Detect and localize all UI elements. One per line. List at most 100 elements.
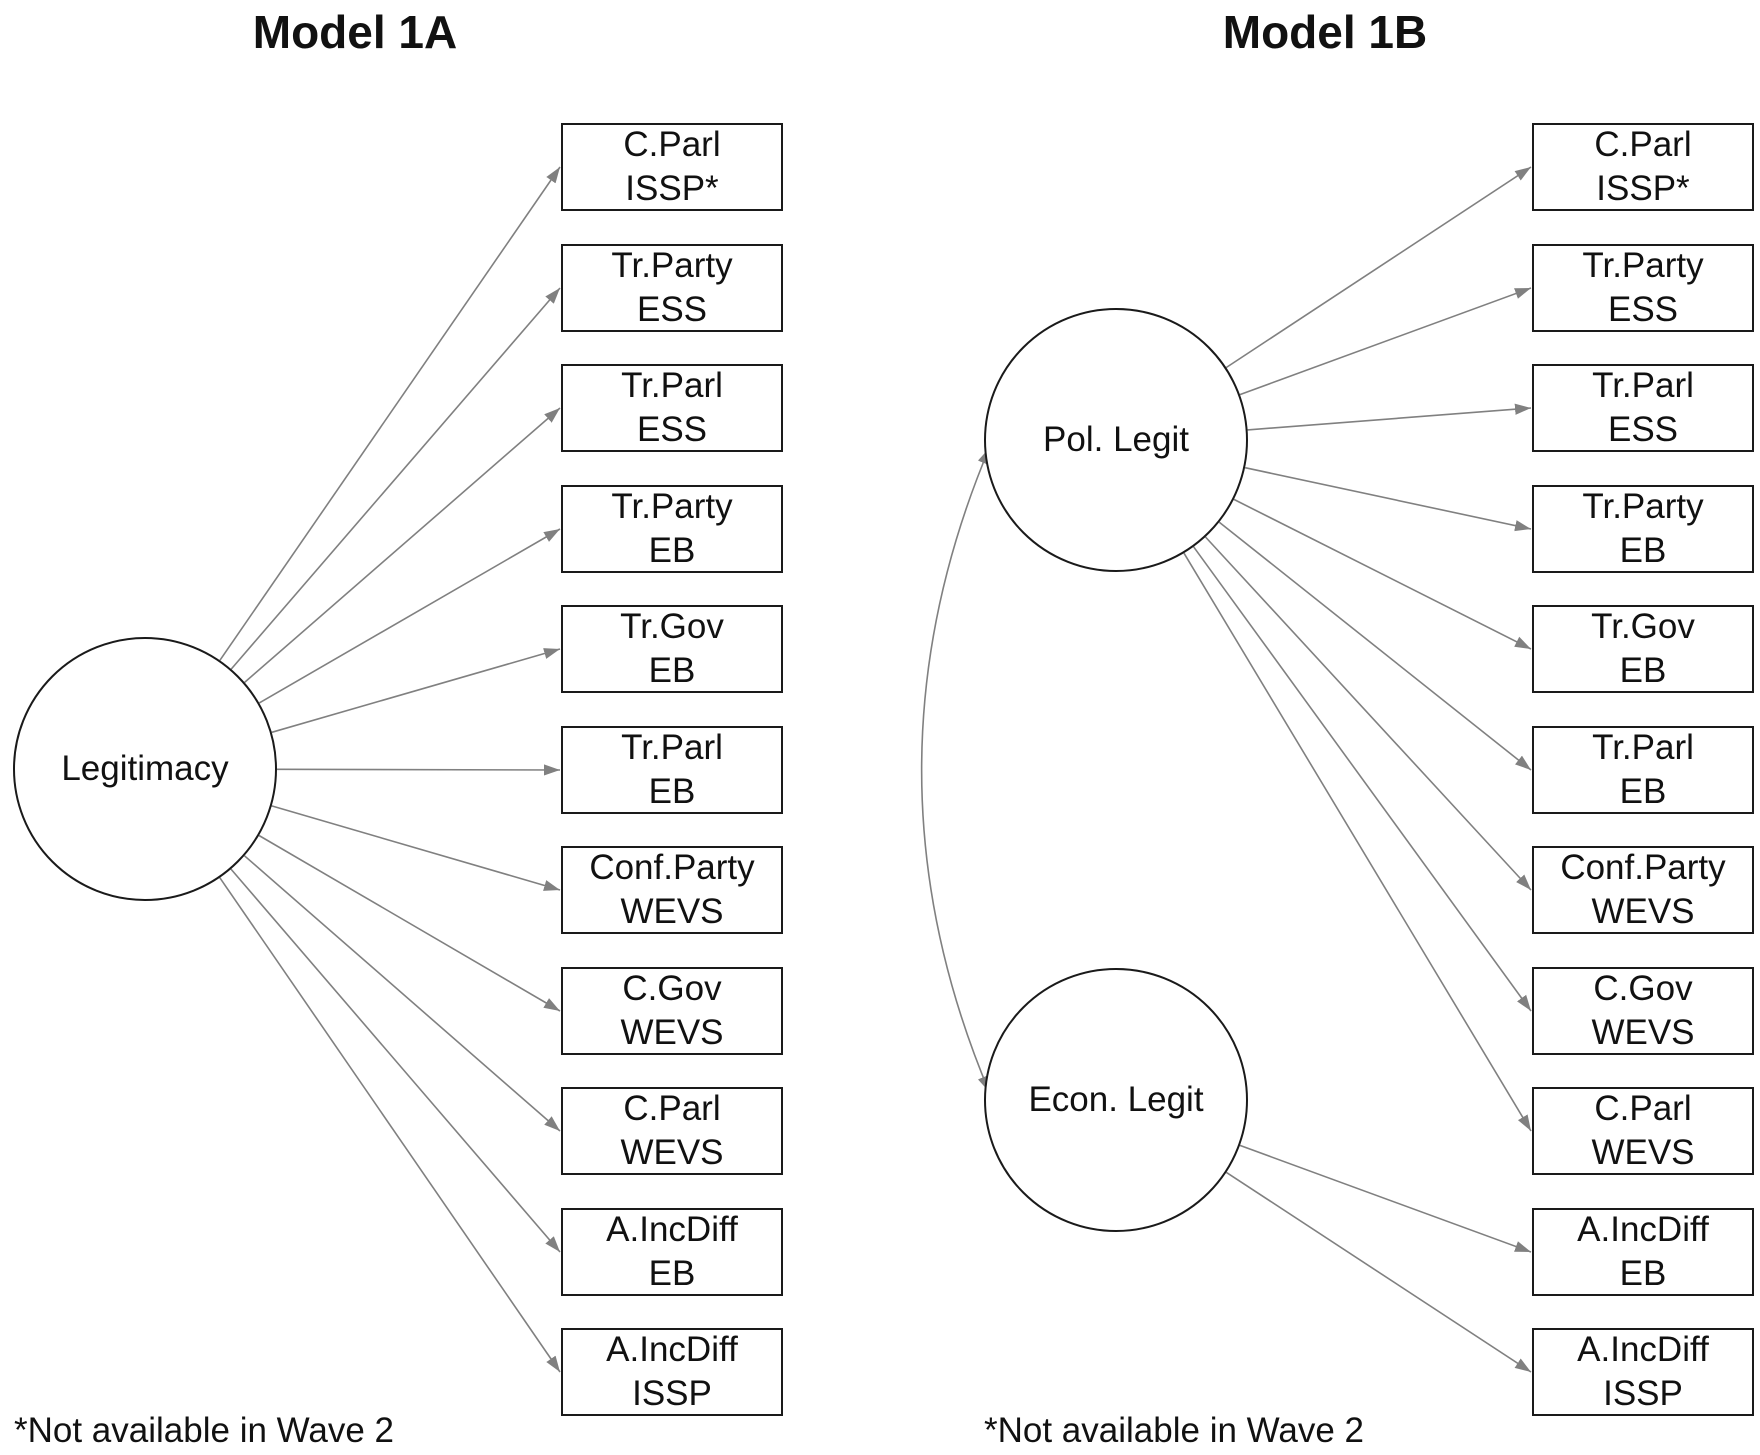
indicator-label-variable: Tr.Party [1582, 487, 1704, 526]
indicator-label-source: EB [1619, 531, 1667, 570]
indicator-label-source: ISSP* [1596, 169, 1690, 208]
model-1b-latent-econ: Econ. Legit [984, 968, 1248, 1232]
indicator-label-source: ESS [636, 410, 708, 449]
model-1b-loading-arrow [1183, 552, 1532, 1132]
model-1a-latent-leg: Legitimacy [13, 637, 277, 901]
latent-label: Econ. Legit [1028, 1080, 1204, 1119]
model-1a-loading-arrow [276, 764, 561, 776]
model-1a-loading-arrow [244, 407, 561, 684]
model-1a-loading-arrow [230, 287, 561, 670]
indicator-label-variable: Conf.Party [589, 848, 755, 887]
indicator-label-variable: Tr.Gov [1591, 607, 1695, 646]
indicator-label-source: ISSP [1603, 1374, 1683, 1413]
model-1a-title: Model 1A [252, 6, 458, 58]
indicator-label-source: EB [648, 651, 696, 690]
indicator-label-source: ESS [636, 290, 708, 329]
model-1b-loading-arrow [1225, 1171, 1532, 1373]
indicator-label-source: EB [1619, 772, 1667, 811]
indicator-label-source: WEVS [620, 1133, 724, 1172]
indicator-label-variable: Tr.Gov [620, 607, 724, 646]
model-1a-loading-arrow [243, 855, 561, 1132]
indicator-label-variable: Tr.Party [611, 246, 733, 285]
indicator-label-variable: A.IncDiff [606, 1210, 738, 1249]
model-1b-loading-arrow [1247, 403, 1532, 431]
model-1a-loading-arrow [271, 805, 561, 891]
indicator-label-source: EB [648, 772, 696, 811]
indicator-label-source: WEVS [1591, 1133, 1695, 1172]
indicator-label-source: WEVS [1591, 892, 1695, 931]
indicator-label-source: ISSP [632, 1374, 712, 1413]
indicator-label-variable: Tr.Parl [621, 366, 723, 405]
latent-label: Legitimacy [61, 749, 229, 788]
model-1b-loading-arrow [1239, 287, 1532, 396]
model-1a-loading-arrow [258, 834, 561, 1012]
model-1a-loading-arrow [219, 877, 561, 1373]
model-1b-covariance-arrow [920, 447, 991, 1093]
model-1a-loading-arrow [271, 648, 561, 734]
model-1a-loading-arrow [219, 166, 561, 661]
indicator-label-variable: A.IncDiff [1577, 1210, 1709, 1249]
latent-label: Pol. Legit [1043, 420, 1189, 459]
indicator-label-source: ESS [1607, 410, 1679, 449]
indicator-label-variable: C.Parl [1594, 125, 1692, 164]
model-1a-loading-arrow [230, 868, 561, 1253]
model-1a-loading-arrow [258, 528, 561, 704]
indicator-label-variable: Tr.Parl [1592, 366, 1694, 405]
model-1b-loading-arrow [1239, 1144, 1532, 1253]
indicator-label-source: EB [648, 531, 696, 570]
indicator-label-variable: Tr.Party [611, 487, 733, 526]
indicator-label-variable: A.IncDiff [1577, 1330, 1709, 1369]
indicator-label-variable: A.IncDiff [606, 1330, 738, 1369]
model-1b-loading-arrow [1204, 536, 1532, 891]
indicator-label-source: EB [648, 1254, 696, 1293]
indicator-label-variable: C.Gov [622, 969, 722, 1008]
indicator-label-source: WEVS [620, 1013, 724, 1052]
indicator-label-variable: Tr.Party [1582, 246, 1704, 285]
indicator-label-variable: Tr.Parl [621, 728, 723, 767]
indicator-label-source: ESS [1607, 290, 1679, 329]
model-1b-loading-arrow [1244, 466, 1532, 532]
model-1b-loading-arrow [1192, 546, 1532, 1012]
indicator-label-source: WEVS [1591, 1013, 1695, 1052]
indicator-label-variable: C.Parl [623, 125, 721, 164]
indicator-label-variable: C.Parl [1594, 1089, 1692, 1128]
indicator-label-variable: C.Gov [1593, 969, 1693, 1008]
model-1b-loading-arrow [1233, 498, 1532, 650]
indicator-label-variable: C.Parl [623, 1089, 721, 1128]
indicator-label-source: WEVS [620, 892, 724, 931]
indicator-label-variable: Tr.Parl [1592, 728, 1694, 767]
model-1b-loading-arrow [1218, 521, 1532, 771]
model-1b-latent-pol: Pol. Legit [984, 308, 1248, 572]
model-1a-footnote: *Not available in Wave 2 [14, 1411, 395, 1450]
model-1b-footnote: *Not available in Wave 2 [984, 1411, 1365, 1450]
model-1b-title: Model 1B [1222, 6, 1428, 58]
indicator-label-source: EB [1619, 1254, 1667, 1293]
indicator-label-variable: Conf.Party [1560, 848, 1726, 887]
model-1b-loading-arrow [1225, 166, 1532, 369]
indicator-label-source: ISSP* [625, 169, 719, 208]
